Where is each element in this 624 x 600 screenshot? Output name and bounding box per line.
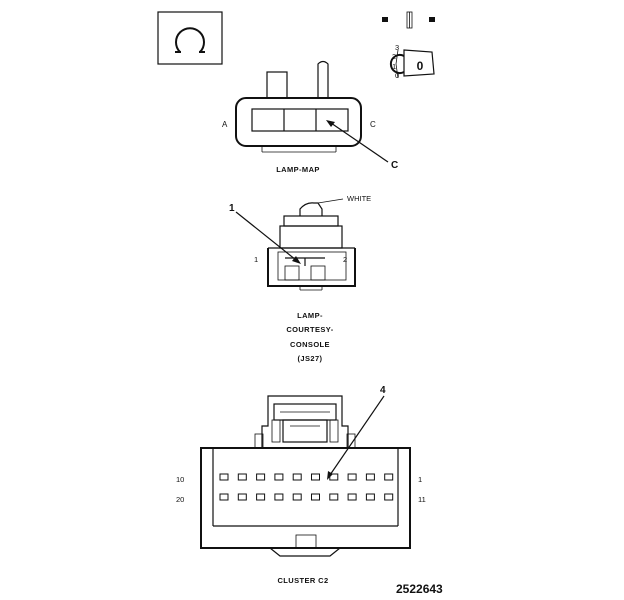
courtesy-caption-line: (JS27) (298, 354, 323, 363)
connector-orientation-icon: 0 3 2 1 0 (382, 11, 435, 80)
cluster-caption: CLUSTER C2 (277, 576, 328, 585)
pin-cavity (274, 493, 284, 501)
orientation-tick: 0 (395, 71, 399, 80)
courtesy-caption-line: CONSOLE (290, 340, 330, 349)
lamp-map-caption: LAMP-MAP (276, 165, 320, 174)
courtesy-pin-2: 2 (343, 255, 347, 264)
pin-cavity (219, 473, 229, 481)
lamp-map-side-a: A (222, 120, 228, 129)
pin-cavity (237, 473, 247, 481)
pin-cavity (347, 493, 357, 501)
pin-cavity (384, 493, 394, 501)
pin-cavity (219, 493, 229, 501)
pin-row-1 (219, 473, 394, 481)
orientation-mark: 0 (417, 59, 424, 73)
pin-cavity (256, 493, 266, 501)
pin-cavity (256, 473, 266, 481)
courtesy-callout: 1 (229, 203, 235, 214)
orientation-tick: 3 (395, 43, 399, 52)
pin-cavity (311, 473, 320, 481)
pin-cavity (311, 493, 320, 501)
courtesy-pin-1: 1 (254, 255, 258, 264)
pin-cavity (384, 473, 394, 481)
lamp-courtesy-connector: WHITE 1 2 1 LAMP- COURTESY- CONSOLE (JS2… (229, 194, 371, 363)
pin-row-2 (219, 493, 394, 501)
pin-cavity (292, 493, 302, 501)
connector-end-view-icon (157, 11, 223, 65)
lamp-map-connector: A C C LAMP-MAP (222, 60, 398, 174)
pin-cavity (347, 473, 357, 481)
pin-cavity (329, 493, 339, 501)
cluster-row1-right-label: 1 (418, 475, 422, 484)
lamp-map-callout: C (391, 160, 398, 171)
courtesy-caption-line: COURTESY- (286, 325, 333, 334)
cluster-c2-connector: 10 1 20 11 4 CLUSTER C2 (176, 385, 426, 585)
pin-cavity (365, 493, 375, 501)
pin-cavity (274, 473, 284, 481)
orientation-tick: 2 (392, 52, 396, 61)
pin-cavity (365, 473, 375, 481)
lamp-map-side-c: C (370, 120, 376, 129)
cluster-row2-left-label: 20 (176, 495, 184, 504)
cluster-row2-right-label: 11 (418, 495, 426, 504)
cluster-row1-left-label: 10 (176, 475, 184, 484)
pin-cavity (292, 473, 302, 481)
wire-color-label: WHITE (347, 194, 371, 203)
figure-id: 2522643 (396, 582, 443, 596)
cluster-callout: 4 (380, 385, 386, 396)
pin-cavity (237, 493, 247, 501)
courtesy-caption-line: LAMP- (297, 311, 323, 320)
orientation-tick: 1 (392, 62, 396, 71)
